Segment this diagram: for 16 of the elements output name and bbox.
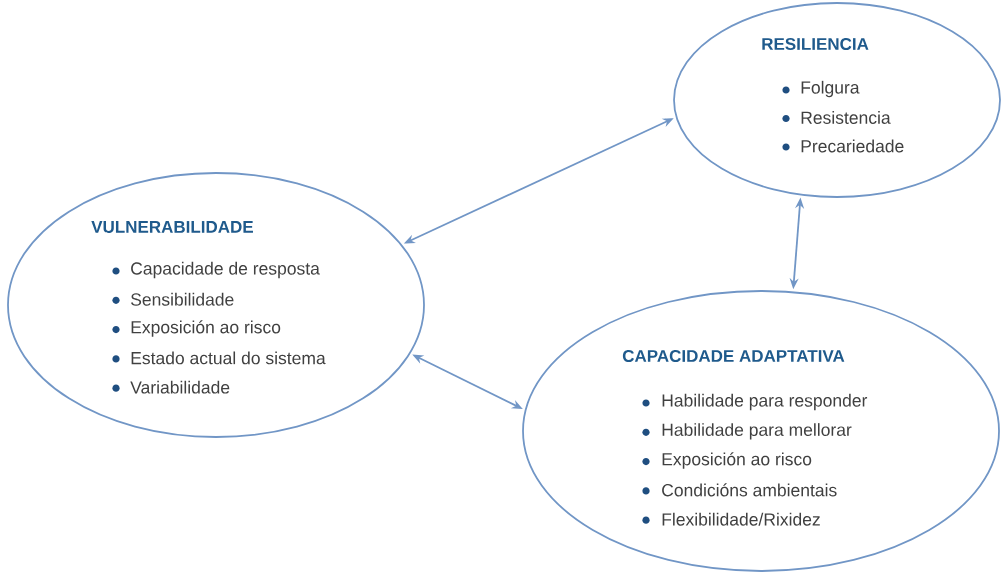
list-item: Capacidade de resposta [131,261,320,279]
list-item: Habilidade para mellorar [662,423,852,440]
list-item: Precariedade [801,139,904,153]
list-item: Exposición ao risco [131,320,281,337]
heading: VULNERABILIDADE [91,221,253,233]
list-item: Habilidade para responder [662,393,868,411]
list-item: Condicións ambientais [662,483,837,497]
list-item: Flexibilidade/Rixidez [662,512,820,526]
list-item: Estado actual do sistema [131,351,326,365]
list-item: Sensibilidade [131,292,234,306]
list-item: Folgura [801,80,860,98]
list-item: Resistencia [801,111,891,124]
list-item: Exposición ao risco [662,452,812,469]
heading: RESILIENCIA [762,37,869,50]
heading: CAPACIDADE ADAPTATIVA [622,350,845,362]
list-item: Variabilidade [130,380,230,394]
